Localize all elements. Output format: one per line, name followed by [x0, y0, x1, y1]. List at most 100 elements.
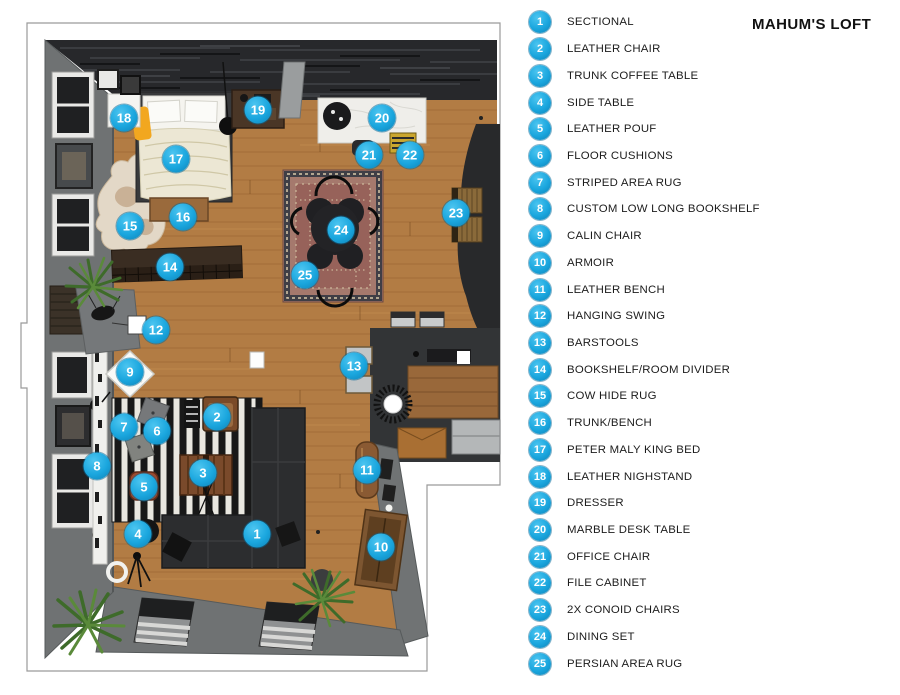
legend-item-label: 2X CONOID CHAIRS: [567, 604, 680, 617]
legend-item-label: ARMOIR: [567, 256, 615, 269]
plan-marker-5: 5: [130, 473, 158, 501]
legend-item-7: 7 STRIPED AREA RUG: [529, 169, 899, 196]
plant-bottom-mid: [292, 568, 356, 628]
legend-item-24: 24 DINING SET: [529, 624, 899, 651]
legend-item-2: 2 LEATHER CHAIR: [529, 36, 899, 63]
plan-marker-17: 17: [162, 145, 190, 173]
legend-item-label: CUSTOM LOW LONG BOOKSHELF: [567, 203, 760, 216]
cowhide-spots: [114, 186, 154, 236]
legend-item-8: 8 CUSTOM LOW LONG BOOKSHELF: [529, 196, 899, 223]
plan-marker-3: 3: [189, 459, 217, 487]
legend-item-label: DRESSER: [567, 497, 624, 510]
art-frame-2: [55, 405, 91, 447]
plan-marker-10: 10: [367, 533, 395, 561]
legend-item-label: STRIPED AREA RUG: [567, 176, 682, 189]
legend-item-number: 7: [529, 171, 551, 194]
legend-item-label: BARSTOOLS: [567, 336, 639, 349]
legend-item-number: 11: [529, 278, 551, 301]
legend-item-number: 25: [529, 652, 551, 675]
legend-item-label: DINING SET: [567, 630, 635, 643]
plan-marker-25: 25: [291, 261, 319, 289]
legend-item-number: 5: [529, 118, 551, 141]
legend-item-number: 2: [529, 38, 551, 61]
plan-marker-6: 6: [143, 417, 171, 445]
legend-item-6: 6 FLOOR CUSHIONS: [529, 143, 899, 170]
window-left-2: [51, 193, 95, 257]
legend-item-label: BOOKSHELF/ROOM DIVIDER: [567, 363, 731, 376]
legend: 1 SECTIONAL 2 LEATHER CHAIR 3 TRUNK COFFEE TA…: [529, 9, 899, 677]
page-title: MAHUM'S LOFT: [752, 16, 872, 33]
legend-item-number: 22: [529, 572, 551, 595]
legend-item-number: 23: [529, 599, 551, 622]
wall-bottom: [95, 585, 409, 657]
legend-item-number: 10: [529, 251, 551, 274]
plan-marker-21: 21: [355, 141, 383, 169]
legend-item-number: 16: [529, 412, 551, 435]
legend-item-number: 21: [529, 545, 551, 568]
legend-item-number: 6: [529, 144, 551, 167]
legend-item-25: 25 PERSIAN AREA RUG: [529, 650, 899, 677]
legend-item-label: LEATHER CHAIR: [567, 43, 661, 56]
legend-item-label: LEATHER NIGHSTAND: [567, 470, 693, 483]
legend-item-number: 9: [529, 225, 551, 248]
legend-item-label: OFFICE CHAIR: [567, 550, 651, 563]
window-left-3: [51, 351, 93, 399]
small-white-box: [249, 351, 265, 369]
plan-marker-1: 1: [243, 520, 271, 548]
legend-item-5: 5 LEATHER POUF: [529, 116, 899, 143]
plan-marker-8: 8: [83, 452, 111, 480]
plant-bottom-left: [52, 561, 128, 656]
legend-list: 1 SECTIONAL 2 LEATHER CHAIR 3 TRUNK COFFEE TA…: [529, 9, 899, 677]
plan-marker-12: 12: [142, 316, 170, 344]
legend-item-label: MARBLE DESK TABLE: [567, 524, 691, 537]
kitchen: [345, 311, 501, 462]
plan-marker-22: 22: [396, 141, 424, 169]
plan-marker-9: 9: [116, 358, 144, 386]
legend-item-label: SIDE TABLE: [567, 96, 635, 109]
plant-top-left: [64, 256, 124, 310]
legend-item-21: 21 OFFICE CHAIR: [529, 543, 899, 570]
legend-item-label: TRUNK COFFEE TABLE: [567, 69, 699, 82]
legend-item-number: 24: [529, 625, 551, 648]
plan-marker-23: 23: [442, 199, 470, 227]
plan-marker-15: 15: [116, 212, 144, 240]
legend-item-label: FLOOR CUSHIONS: [567, 149, 674, 162]
legend-item-label: PETER MALY KING BED: [567, 443, 701, 456]
plan-marker-24: 24: [327, 216, 355, 244]
legend-item-number: 19: [529, 492, 551, 515]
legend-item-number: 8: [529, 198, 551, 221]
plan-marker-11: 11: [353, 456, 381, 484]
legend-item-label: LEATHER BENCH: [567, 283, 665, 296]
legend-item-label: LEATHER POUF: [567, 123, 657, 136]
plan-marker-4: 4: [124, 520, 152, 548]
plan-marker-7: 7: [110, 413, 138, 441]
legend-item-15: 15 COW HIDE RUG: [529, 383, 899, 410]
legend-item-label: COW HIDE RUG: [567, 390, 657, 403]
legend-item-number: 1: [529, 11, 551, 34]
legend-item-10: 10 ARMOIR: [529, 249, 899, 276]
legend-item-18: 18 LEATHER NIGHSTAND: [529, 463, 899, 490]
legend-item-number: 15: [529, 385, 551, 408]
legend-item-1: 1 SECTIONAL: [529, 9, 899, 36]
legend-item-number: 18: [529, 465, 551, 488]
legend-item-label: PERSIAN AREA RUG: [567, 657, 683, 670]
legend-item-label: SECTIONAL: [567, 16, 634, 29]
legend-item-label: HANGING SWING: [567, 310, 666, 323]
legend-item-23: 23 2X CONOID CHAIRS: [529, 597, 899, 624]
window-bottom-2: [258, 601, 320, 651]
legend-item-number: 3: [529, 64, 551, 87]
legend-item-label: TRUNK/BENCH: [567, 417, 653, 430]
plan-marker-19: 19: [244, 96, 272, 124]
brick-wall: [45, 40, 497, 100]
window-left-1: [51, 71, 95, 139]
